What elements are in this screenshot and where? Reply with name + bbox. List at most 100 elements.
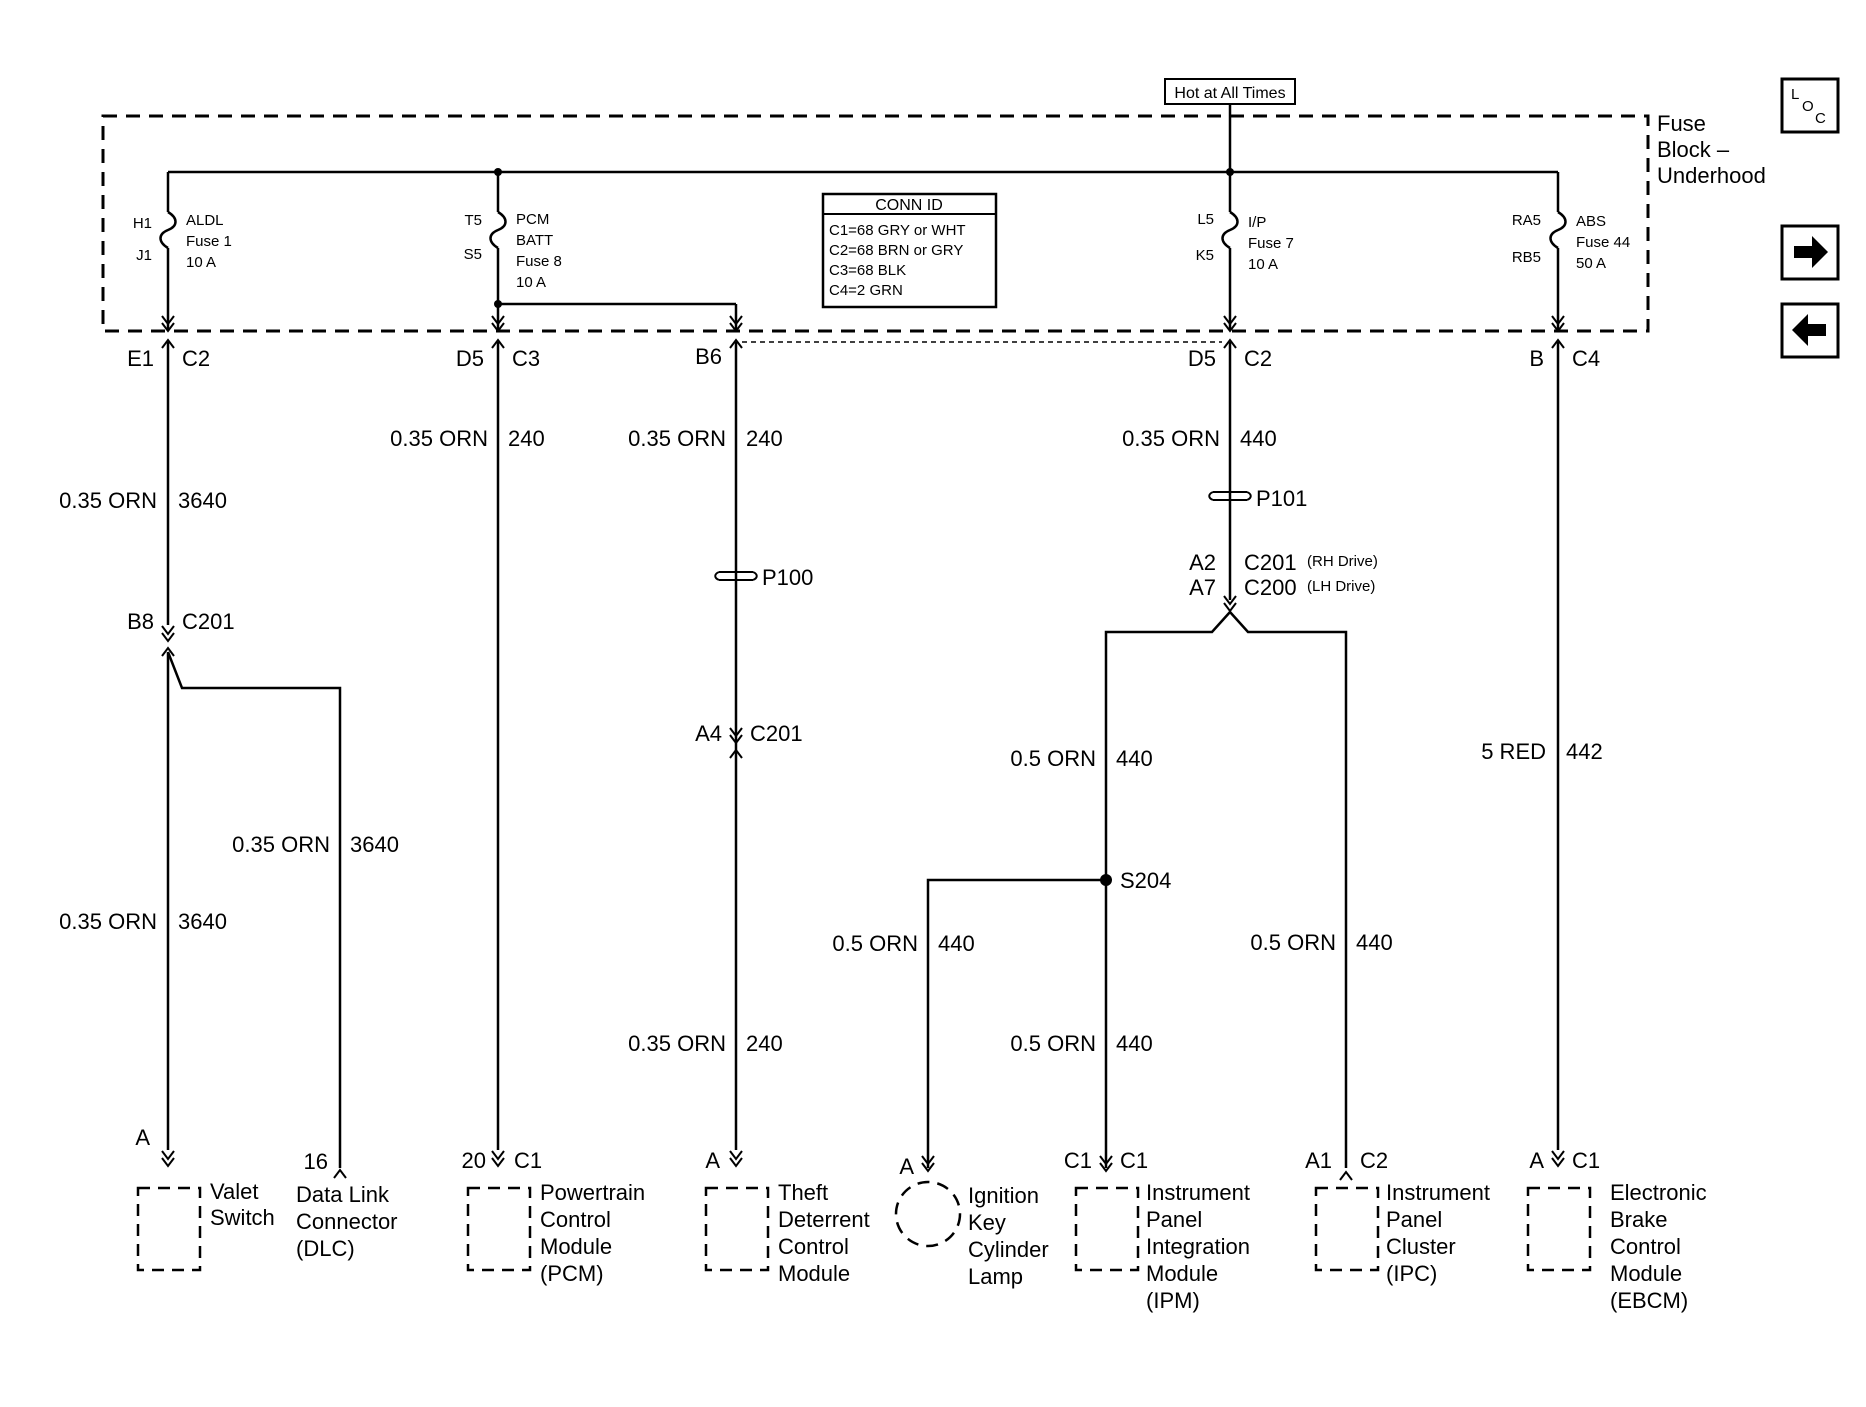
circuit-240-pcm	[491, 342, 505, 1167]
svg-text:A: A	[135, 1125, 150, 1150]
arrow-left-icon	[1792, 314, 1826, 346]
svg-text:C1: C1	[1064, 1148, 1092, 1173]
svg-text:S204: S204	[1120, 868, 1171, 893]
svg-text:16: 16	[304, 1149, 328, 1174]
loc-button[interactable]: L O C	[1780, 77, 1840, 134]
block-outputs: E1 C2 D5 C3 B6 D5 C2 B C4	[127, 339, 1600, 371]
svg-text:0.5 ORN: 0.5 ORN	[1250, 930, 1336, 955]
arrow-right-icon	[1794, 236, 1828, 268]
p100-connector	[714, 571, 758, 581]
svg-text:240: 240	[746, 426, 783, 451]
svg-text:Module: Module	[540, 1234, 612, 1259]
p101-connector	[1208, 491, 1252, 501]
hot-at-all-times-label: Hot at All Times	[1164, 78, 1296, 105]
svg-text:O: O	[1802, 98, 1814, 115]
svg-text:B8: B8	[127, 609, 154, 634]
svg-text:3640: 3640	[178, 909, 227, 934]
circuit-240-theft: P100 A4 C201	[695, 342, 813, 1167]
next-page-button[interactable]	[1780, 224, 1840, 281]
svg-text:C3: C3	[512, 346, 540, 371]
svg-text:CONN ID: CONN ID	[875, 197, 943, 214]
svg-text:Key: Key	[968, 1210, 1006, 1235]
svg-text:ABS: ABS	[1576, 213, 1606, 230]
svg-text:0.35 ORN: 0.35 ORN	[59, 909, 157, 934]
svg-text:440: 440	[1116, 746, 1153, 771]
component-pcm: 20 C1 Powertrain Control Module (PCM)	[462, 1148, 646, 1286]
svg-text:C3=68 BLK: C3=68 BLK	[829, 262, 906, 279]
fuse-block-outline	[101, 114, 1650, 333]
component-ipc: A1 C2 Instrument Panel Cluster (IPC)	[1305, 1148, 1490, 1286]
svg-text:Integration: Integration	[1146, 1234, 1250, 1259]
circuit-440: P101 A2 C201 (RH Drive) A7 C200 (LH Driv…	[921, 342, 1378, 1181]
svg-text:C200: C200	[1244, 575, 1297, 600]
svg-text:Fuse 8: Fuse 8	[516, 253, 562, 270]
svg-text:50 A: 50 A	[1576, 255, 1606, 272]
conn-id-box: CONN ID C1=68 GRY or WHT C2=68 BRN or GR…	[821, 192, 998, 309]
svg-text:T5: T5	[464, 212, 482, 229]
fuse-abs: RA5 RB5 ABS Fuse 44 50 A	[1512, 172, 1630, 332]
svg-text:240: 240	[508, 426, 545, 451]
svg-text:Panel: Panel	[1146, 1207, 1202, 1232]
svg-text:C4=2 GRN: C4=2 GRN	[829, 282, 903, 299]
svg-text:H1: H1	[133, 215, 152, 232]
svg-text:A: A	[705, 1148, 720, 1173]
svg-text:Brake: Brake	[1610, 1207, 1667, 1232]
svg-text:Ignition: Ignition	[968, 1183, 1039, 1208]
component-ignition-key-lamp: A Ignition Key Cylinder Lamp	[894, 1154, 1049, 1289]
svg-text:0.35 ORN: 0.35 ORN	[390, 426, 488, 451]
svg-text:Control: Control	[540, 1207, 611, 1232]
svg-text:C: C	[1815, 110, 1826, 127]
svg-text:A: A	[899, 1154, 914, 1179]
svg-text:(LH Drive): (LH Drive)	[1307, 578, 1375, 595]
svg-text:Theft: Theft	[778, 1180, 828, 1205]
svg-text:10 A: 10 A	[1248, 256, 1278, 273]
svg-text:0.35 ORN: 0.35 ORN	[628, 1031, 726, 1056]
component-ebcm: A C1 Electronic Brake Control Module (EB…	[1526, 1148, 1707, 1313]
svg-text:C201: C201	[182, 609, 235, 634]
svg-text:C2: C2	[182, 346, 210, 371]
svg-text:C1: C1	[1572, 1148, 1600, 1173]
svg-text:0.5 ORN: 0.5 ORN	[1010, 746, 1096, 771]
svg-text:Cluster: Cluster	[1386, 1234, 1456, 1259]
svg-text:0.35 ORN: 0.35 ORN	[1122, 426, 1220, 451]
svg-text:L5: L5	[1197, 211, 1214, 228]
svg-text:RA5: RA5	[1512, 212, 1541, 229]
svg-text:20: 20	[462, 1148, 486, 1173]
prev-page-button[interactable]	[1780, 302, 1840, 359]
svg-text:S5: S5	[464, 246, 482, 263]
svg-text:C2: C2	[1244, 346, 1272, 371]
svg-text:Block –: Block –	[1657, 137, 1730, 162]
svg-text:D5: D5	[456, 346, 484, 371]
svg-text:(RH Drive): (RH Drive)	[1307, 553, 1378, 570]
svg-text:J1: J1	[136, 247, 152, 264]
svg-text:440: 440	[1240, 426, 1277, 451]
circuit-3640: B8 C201	[127, 342, 347, 1179]
svg-text:440: 440	[1116, 1031, 1153, 1056]
svg-text:RB5: RB5	[1512, 249, 1541, 266]
svg-text:Valet: Valet	[210, 1179, 259, 1204]
wire-labels: 0.35 ORN 3640 0.35 ORN 240 0.35 ORN 240 …	[59, 426, 1603, 1056]
svg-text:E1: E1	[127, 346, 154, 371]
svg-text:0.5 ORN: 0.5 ORN	[832, 931, 918, 956]
svg-text:C1: C1	[1120, 1148, 1148, 1173]
svg-text:(IPM): (IPM)	[1146, 1288, 1200, 1313]
svg-text:A4: A4	[695, 721, 722, 746]
svg-text:10 A: 10 A	[516, 274, 546, 291]
svg-text:Instrument: Instrument	[1146, 1180, 1250, 1205]
svg-text:Powertrain: Powertrain	[540, 1180, 645, 1205]
svg-text:Lamp: Lamp	[968, 1264, 1023, 1289]
svg-text:0.35 ORN: 0.35 ORN	[232, 832, 330, 857]
svg-text:C2=68 BRN or GRY: C2=68 BRN or GRY	[829, 242, 963, 259]
svg-text:A7: A7	[1189, 575, 1216, 600]
svg-text:Instrument: Instrument	[1386, 1180, 1490, 1205]
svg-text:B: B	[1529, 346, 1544, 371]
svg-text:442: 442	[1566, 739, 1603, 764]
svg-text:BATT: BATT	[516, 232, 553, 249]
svg-text:Module: Module	[1146, 1261, 1218, 1286]
svg-text:C201: C201	[750, 721, 803, 746]
svg-text:Cylinder: Cylinder	[968, 1237, 1049, 1262]
svg-text:0.35 ORN: 0.35 ORN	[628, 426, 726, 451]
svg-text:C2: C2	[1360, 1148, 1388, 1173]
svg-text:Module: Module	[778, 1261, 850, 1286]
svg-text:A2: A2	[1189, 550, 1216, 575]
